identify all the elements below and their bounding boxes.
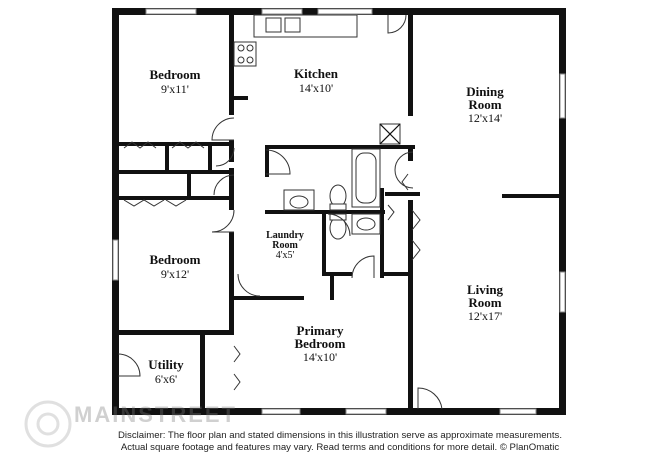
room-dims: 12'x14' (468, 111, 502, 125)
watermark-logo-icon (24, 400, 72, 448)
room-dims: 6'x6' (155, 372, 177, 386)
room-name: Bedroom (149, 252, 200, 267)
room-dims: 12'x17' (468, 309, 502, 323)
room-dims: 9'x11' (161, 82, 189, 96)
windows (112, 8, 566, 415)
room-label-living: Living Room 12'x17' (467, 282, 504, 323)
room-dims: 14'x10' (299, 81, 333, 95)
disclaimer: Disclaimer: The floor plan and stated di… (60, 430, 620, 454)
room-name-line1: Living (467, 282, 504, 297)
room-label-bedroom-top: Bedroom 9'x11' (149, 67, 200, 96)
room-name: Bedroom (149, 67, 200, 82)
room-name-line2: Room (468, 295, 501, 310)
doors (117, 14, 443, 410)
room-name-line2: Room (272, 240, 298, 251)
room-name-line1: Primary (297, 323, 344, 338)
room-name-line2: Room (468, 97, 501, 112)
room-label-kitchen: Kitchen 14'x10' (294, 66, 339, 95)
room-dims: 4'x5' (276, 250, 295, 261)
watermark-text: MAINSTREET (74, 402, 237, 427)
room-label-primary: Primary Bedroom 14'x10' (294, 323, 345, 364)
room-dims: 9'x12' (161, 267, 189, 281)
room-dims: 14'x10' (303, 350, 337, 364)
disclaimer-line1: Disclaimer: The floor plan and stated di… (117, 430, 562, 441)
room-label-bedroom-mid: Bedroom 9'x12' (149, 252, 200, 281)
room-name: Kitchen (294, 66, 339, 81)
interior-walls (119, 8, 559, 415)
room-name: Utility (148, 357, 184, 372)
bath-fixtures (283, 148, 381, 240)
room-name-line1: Dining (466, 84, 504, 99)
room-label-laundry: Laundry Room 4'x5' (266, 230, 304, 261)
room-name-line1: Laundry (266, 230, 304, 241)
disclaimer-line2: Actual square footage and features may v… (120, 442, 560, 453)
room-name-line2: Bedroom (294, 336, 345, 351)
kitchen-fixtures (233, 14, 401, 145)
room-label-utility: Utility 6'x6' (148, 357, 184, 386)
room-label-dining: Dining Room 12'x14' (466, 84, 504, 125)
